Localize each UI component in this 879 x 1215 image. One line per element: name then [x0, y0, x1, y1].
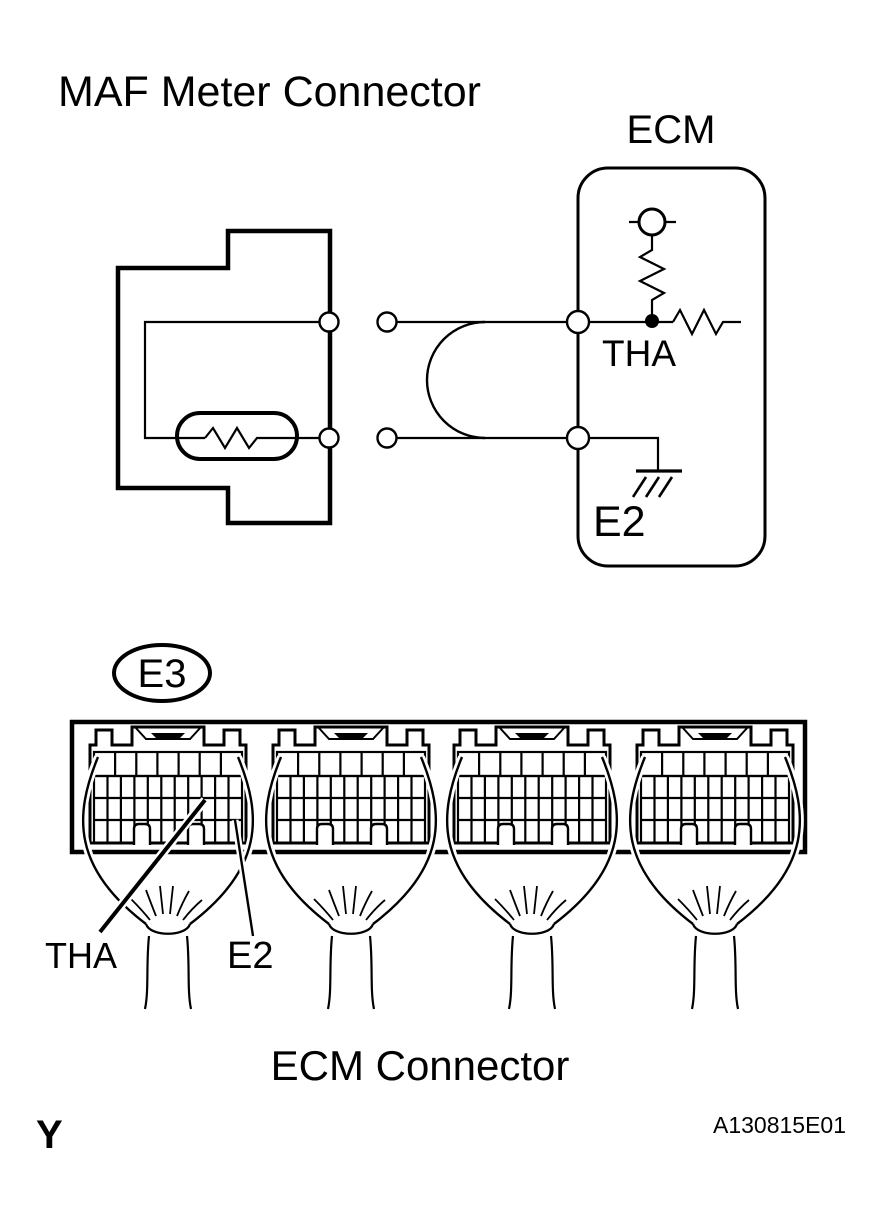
figure-footer: Y A130815E01	[36, 1112, 846, 1157]
connector-id-badge: E3	[112, 643, 212, 703]
junction-dot	[645, 314, 659, 328]
pullup-resistor	[637, 235, 667, 315]
connector-terminal-top	[318, 311, 340, 333]
diagram-caption: ECM Connector	[271, 1042, 570, 1089]
tha-pin-callout: THA	[45, 935, 117, 976]
wire-harness	[376, 311, 567, 449]
series-resistor	[672, 307, 741, 337]
connector-outline	[115, 228, 333, 526]
figure-code: A130815E01	[713, 1112, 846, 1138]
sensing-element-body	[175, 411, 299, 461]
harness-terminal-top	[376, 311, 398, 333]
ecm-label: ECM	[627, 108, 716, 152]
tha-leader-line	[98, 798, 207, 934]
ecm-terminal-tha	[565, 309, 591, 335]
ecm-terminal-e2	[565, 425, 591, 451]
sensing-element-resistor	[204, 425, 261, 451]
diagram-title: MAF Meter Connector	[58, 68, 481, 116]
e2-leader-line	[233, 819, 255, 937]
power-supply-symbol	[629, 207, 676, 237]
sensor-wire-loop	[143, 320, 319, 440]
e2-pin-label: E2	[593, 498, 646, 546]
connector-terminal-bottom	[318, 427, 340, 449]
connector-module-3	[447, 727, 617, 1009]
connector-id-label: E3	[138, 652, 187, 696]
tha-pin-label: THA	[602, 333, 676, 374]
maf-wiring-diagram: MAF Meter Connector ECM	[58, 68, 767, 568]
e2-pin-callout: E2	[227, 935, 273, 977]
page-marker: Y	[36, 1113, 63, 1157]
ecm-connector-housing	[69, 719, 808, 855]
connector-module-2	[266, 727, 436, 1009]
connector-module-4	[630, 727, 800, 1009]
maf-meter-connector-symbol	[115, 228, 340, 526]
harness-terminal-bottom	[376, 427, 398, 449]
ecm-connector-diagram: E3 THA E2 ECM Connector	[45, 643, 808, 1089]
ground-symbol	[631, 469, 682, 498]
ecm-outline	[576, 166, 767, 568]
ecm-box: THA E2	[565, 166, 767, 568]
pin-leaders	[96, 797, 257, 937]
twisted-pair-loop	[425, 320, 486, 440]
e2-internal-wire	[589, 436, 660, 471]
